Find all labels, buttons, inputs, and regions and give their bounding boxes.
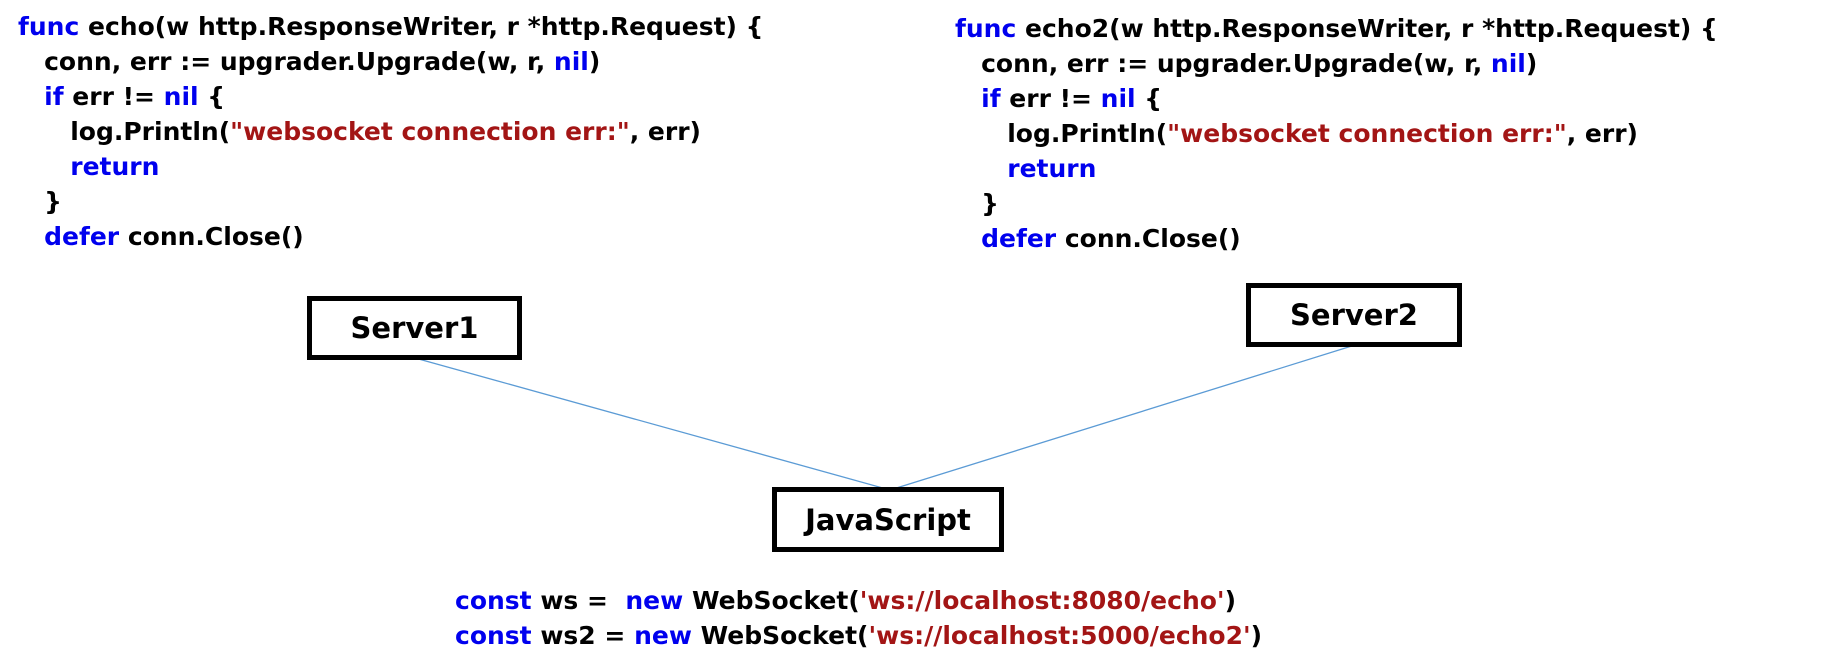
code-text: conn.Close(): [1056, 224, 1241, 253]
code-line: if err != nil {: [955, 81, 1718, 116]
code-keyword: return: [1007, 154, 1097, 183]
code-keyword: defer: [981, 224, 1057, 253]
code-string: 'ws://localhost:5000/echo2': [868, 621, 1251, 650]
code-text: log.Println(: [18, 117, 231, 146]
code-string: "websocket connection err:": [230, 117, 630, 146]
code-line: func echo2(w http.ResponseWriter, r *htt…: [955, 11, 1718, 46]
code-keyword: nil: [1100, 84, 1136, 113]
connector-server1-client: [414, 357, 891, 491]
server1-label: Server1: [350, 311, 479, 345]
code-keyword: new: [625, 586, 684, 615]
code-line: }: [18, 184, 763, 219]
code-keyword: func: [18, 12, 80, 41]
code-string: "websocket connection err:": [1167, 119, 1567, 148]
code-string: 'ws://localhost:8080/echo': [859, 586, 1225, 615]
server1-node: Server1: [307, 296, 522, 360]
code-text: err !=: [63, 82, 164, 111]
javascript-node: JavaScript: [772, 487, 1004, 552]
code-line: conn, err := upgrader.Upgrade(w, r, nil): [18, 44, 763, 79]
connector-server2-client: [889, 344, 1356, 491]
code-line: log.Println("websocket connection err:",…: [18, 114, 763, 149]
code-keyword: new: [634, 621, 692, 650]
code-line: const ws = new WebSocket('ws://localhost…: [455, 583, 1262, 618]
code-line: }: [955, 186, 1718, 221]
code-keyword: if: [981, 84, 1001, 113]
code-text: conn, err := upgrader.Upgrade(w, r,: [18, 47, 554, 76]
code-text: ): [588, 47, 601, 76]
code-line: return: [18, 149, 763, 184]
code-line: const ws2 = new WebSocket('ws://localhos…: [455, 618, 1262, 653]
code-keyword: nil: [1490, 49, 1526, 78]
code-text: {: [198, 82, 226, 111]
code-text: ): [1224, 586, 1237, 615]
code-line: func echo(w http.ResponseWriter, r *http…: [18, 9, 763, 44]
code-text: ws2 =: [531, 621, 635, 650]
code-text: err !=: [1000, 84, 1101, 113]
code-text: , err): [629, 117, 701, 146]
server2-code-block: func echo2(w http.ResponseWriter, r *htt…: [955, 11, 1718, 256]
code-keyword: defer: [44, 222, 120, 251]
code-text: ): [1525, 49, 1538, 78]
code-keyword: nil: [553, 47, 589, 76]
code-text: ): [1250, 621, 1263, 650]
code-text: conn.Close(): [119, 222, 304, 251]
code-text: ws =: [531, 586, 626, 615]
code-text: }: [18, 187, 62, 216]
code-line: return: [955, 151, 1718, 186]
client-code-block: const ws = new WebSocket('ws://localhost…: [455, 583, 1262, 653]
code-line: if err != nil {: [18, 79, 763, 114]
code-keyword: const: [455, 586, 532, 615]
code-text: log.Println(: [955, 119, 1168, 148]
code-line: conn, err := upgrader.Upgrade(w, r, nil): [955, 46, 1718, 81]
code-line: log.Println("websocket connection err:",…: [955, 116, 1718, 151]
code-keyword: func: [955, 14, 1017, 43]
code-text: WebSocket(: [691, 621, 869, 650]
code-line: defer conn.Close(): [955, 221, 1718, 256]
code-text: echo2(w http.ResponseWriter, r *http.Req…: [1016, 14, 1718, 43]
code-keyword: nil: [163, 82, 199, 111]
code-text: conn, err := upgrader.Upgrade(w, r,: [955, 49, 1491, 78]
code-text: }: [955, 189, 999, 218]
server2-label: Server2: [1290, 298, 1418, 332]
code-text: WebSocket(: [683, 586, 860, 615]
code-text: {: [1135, 84, 1163, 113]
code-keyword: const: [455, 621, 532, 650]
code-text: echo(w http.ResponseWriter, r *http.Requ…: [79, 12, 764, 41]
server1-code-block: func echo(w http.ResponseWriter, r *http…: [18, 9, 763, 254]
javascript-label: JavaScript: [805, 502, 971, 537]
code-text: , err): [1566, 119, 1638, 148]
code-keyword: if: [44, 82, 64, 111]
code-keyword: return: [70, 152, 160, 181]
code-line: defer conn.Close(): [18, 219, 763, 254]
server2-node: Server2: [1246, 283, 1462, 347]
